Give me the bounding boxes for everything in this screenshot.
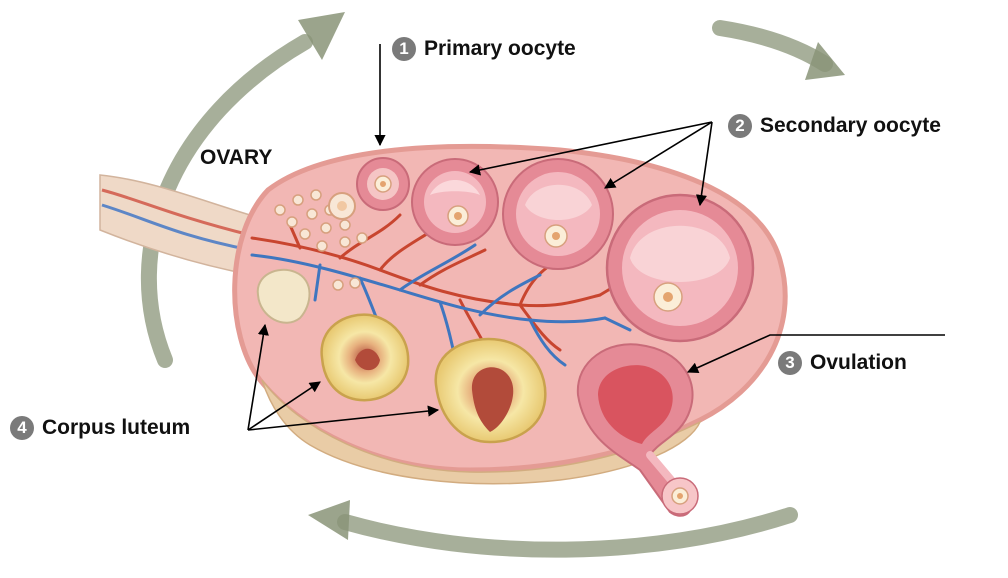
label-text-primary-oocyte: Primary oocyte	[424, 37, 576, 60]
label-number-1: 1	[392, 37, 416, 61]
pointer-corpus-3	[247, 405, 440, 431]
corpus-luteum-large	[434, 337, 547, 444]
ruptured-follicle	[576, 343, 699, 517]
primary-follicle	[356, 157, 410, 211]
cycle-arrow-bottom	[337, 507, 798, 558]
label-number-3: 3	[778, 351, 802, 375]
cycle-arrowhead-top-right	[805, 42, 845, 80]
label-text-secondary-oocyte: Secondary oocyte	[760, 114, 941, 137]
corpus-luteum-small	[320, 313, 410, 402]
pointer-secondary-1	[468, 121, 713, 176]
mesovarium-ligament	[99, 174, 253, 276]
pointer-corpus-2	[247, 381, 321, 431]
pointer-secondary-3	[695, 121, 713, 207]
label-primary-oocyte: 1 Primary oocyte	[392, 37, 576, 61]
pointer-ovulation-rule	[686, 334, 945, 373]
cycle-arrowhead-left	[298, 12, 345, 60]
pointer-corpus-1	[247, 323, 269, 431]
ovary-title: OVARY	[200, 146, 273, 169]
corpus-albicans	[256, 268, 311, 324]
label-corpus-luteum: 4 Corpus luteum	[10, 416, 190, 440]
veins	[250, 243, 632, 382]
label-text-corpus-luteum: Corpus luteum	[42, 416, 191, 439]
cycle-arrow-top-right	[712, 20, 833, 72]
arteries	[250, 213, 627, 357]
label-text-ovulation: Ovulation	[810, 351, 907, 374]
ovary-stroma-edge	[261, 379, 702, 485]
pointer-lines	[247, 44, 945, 431]
label-secondary-oocyte: 2 Secondary oocyte	[728, 114, 941, 138]
label-ovulation: 3 Ovulation	[778, 351, 907, 375]
label-number-2: 2	[728, 114, 752, 138]
cycle-arrow-heads	[298, 12, 845, 540]
pointer-secondary-2	[604, 121, 713, 189]
label-number-4: 4	[10, 416, 34, 440]
secondary-follicle-1	[411, 158, 499, 246]
mature-follicle	[605, 193, 755, 343]
secondary-follicle-2	[502, 158, 614, 270]
cycle-arrowhead-bottom	[308, 500, 350, 540]
